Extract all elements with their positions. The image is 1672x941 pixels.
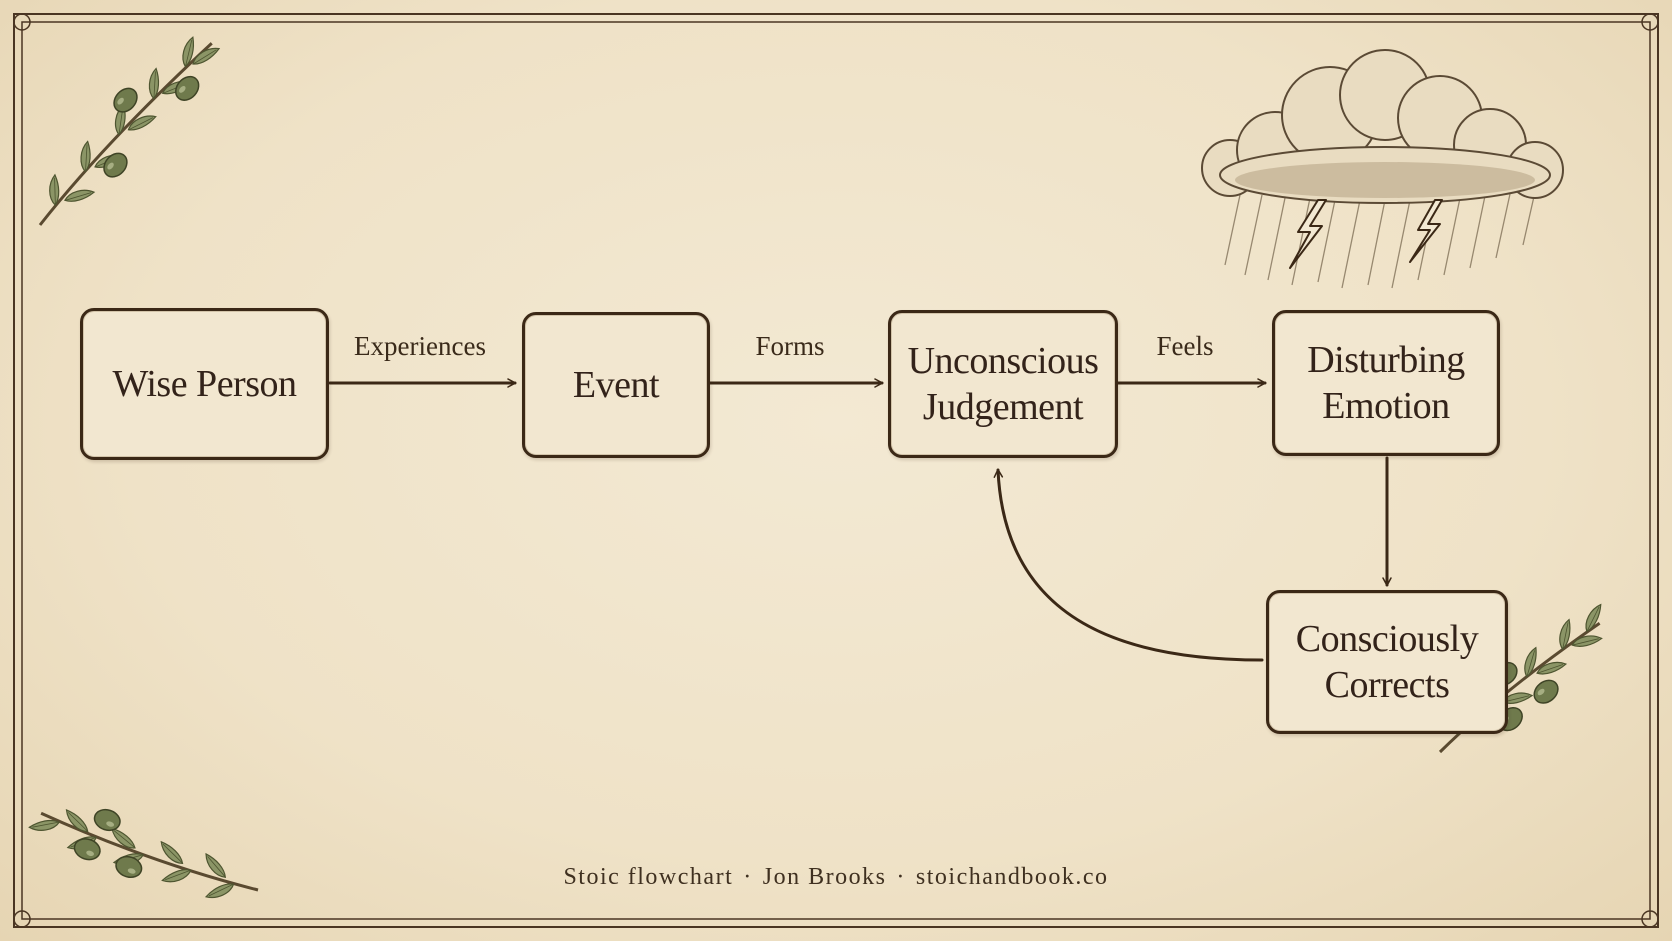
edge-label-forms: Forms — [755, 331, 825, 361]
edge-label-experiences: Experiences — [354, 331, 486, 361]
node-consciously-corrects: Consciously Corrects — [1266, 590, 1508, 734]
node-wise-person: Wise Person — [80, 308, 329, 460]
node-unconscious-judgement: Unconscious Judgement — [888, 310, 1118, 458]
node-consciously-corrects-label: Consciously Corrects — [1295, 618, 1479, 706]
flow-arrows — [328, 378, 1392, 662]
footer-credit: Stoic flowchart · Jon Brooks · stoichandbook… — [0, 864, 1672, 891]
footer-separator: · — [896, 864, 906, 890]
node-disturbing-emotion: Disturbing Emotion — [1272, 310, 1500, 456]
page-border — [13, 13, 1659, 928]
olive-branch-icon — [28, 805, 259, 901]
edge-label-feels: Feels — [1156, 331, 1214, 361]
footer-separator: · — [743, 864, 753, 890]
node-event-label: Event — [572, 364, 660, 406]
footer-title: Stoic flowchart — [563, 864, 734, 890]
footer-author: Jon Brooks — [762, 864, 887, 890]
node-event: Event — [522, 312, 710, 458]
node-unconscious-judgement-label: Unconscious Judgement — [907, 340, 1099, 428]
olive-branch-icon — [38, 35, 223, 226]
footer-site: stoichandbook.co — [915, 864, 1109, 890]
node-disturbing-emotion-label: Disturbing Emotion — [1307, 339, 1465, 427]
node-wise-person-label: Wise Person — [112, 363, 298, 405]
storm-cloud-icon — [1201, 49, 1564, 289]
arrow-correct-to-judgement — [993, 468, 1264, 662]
